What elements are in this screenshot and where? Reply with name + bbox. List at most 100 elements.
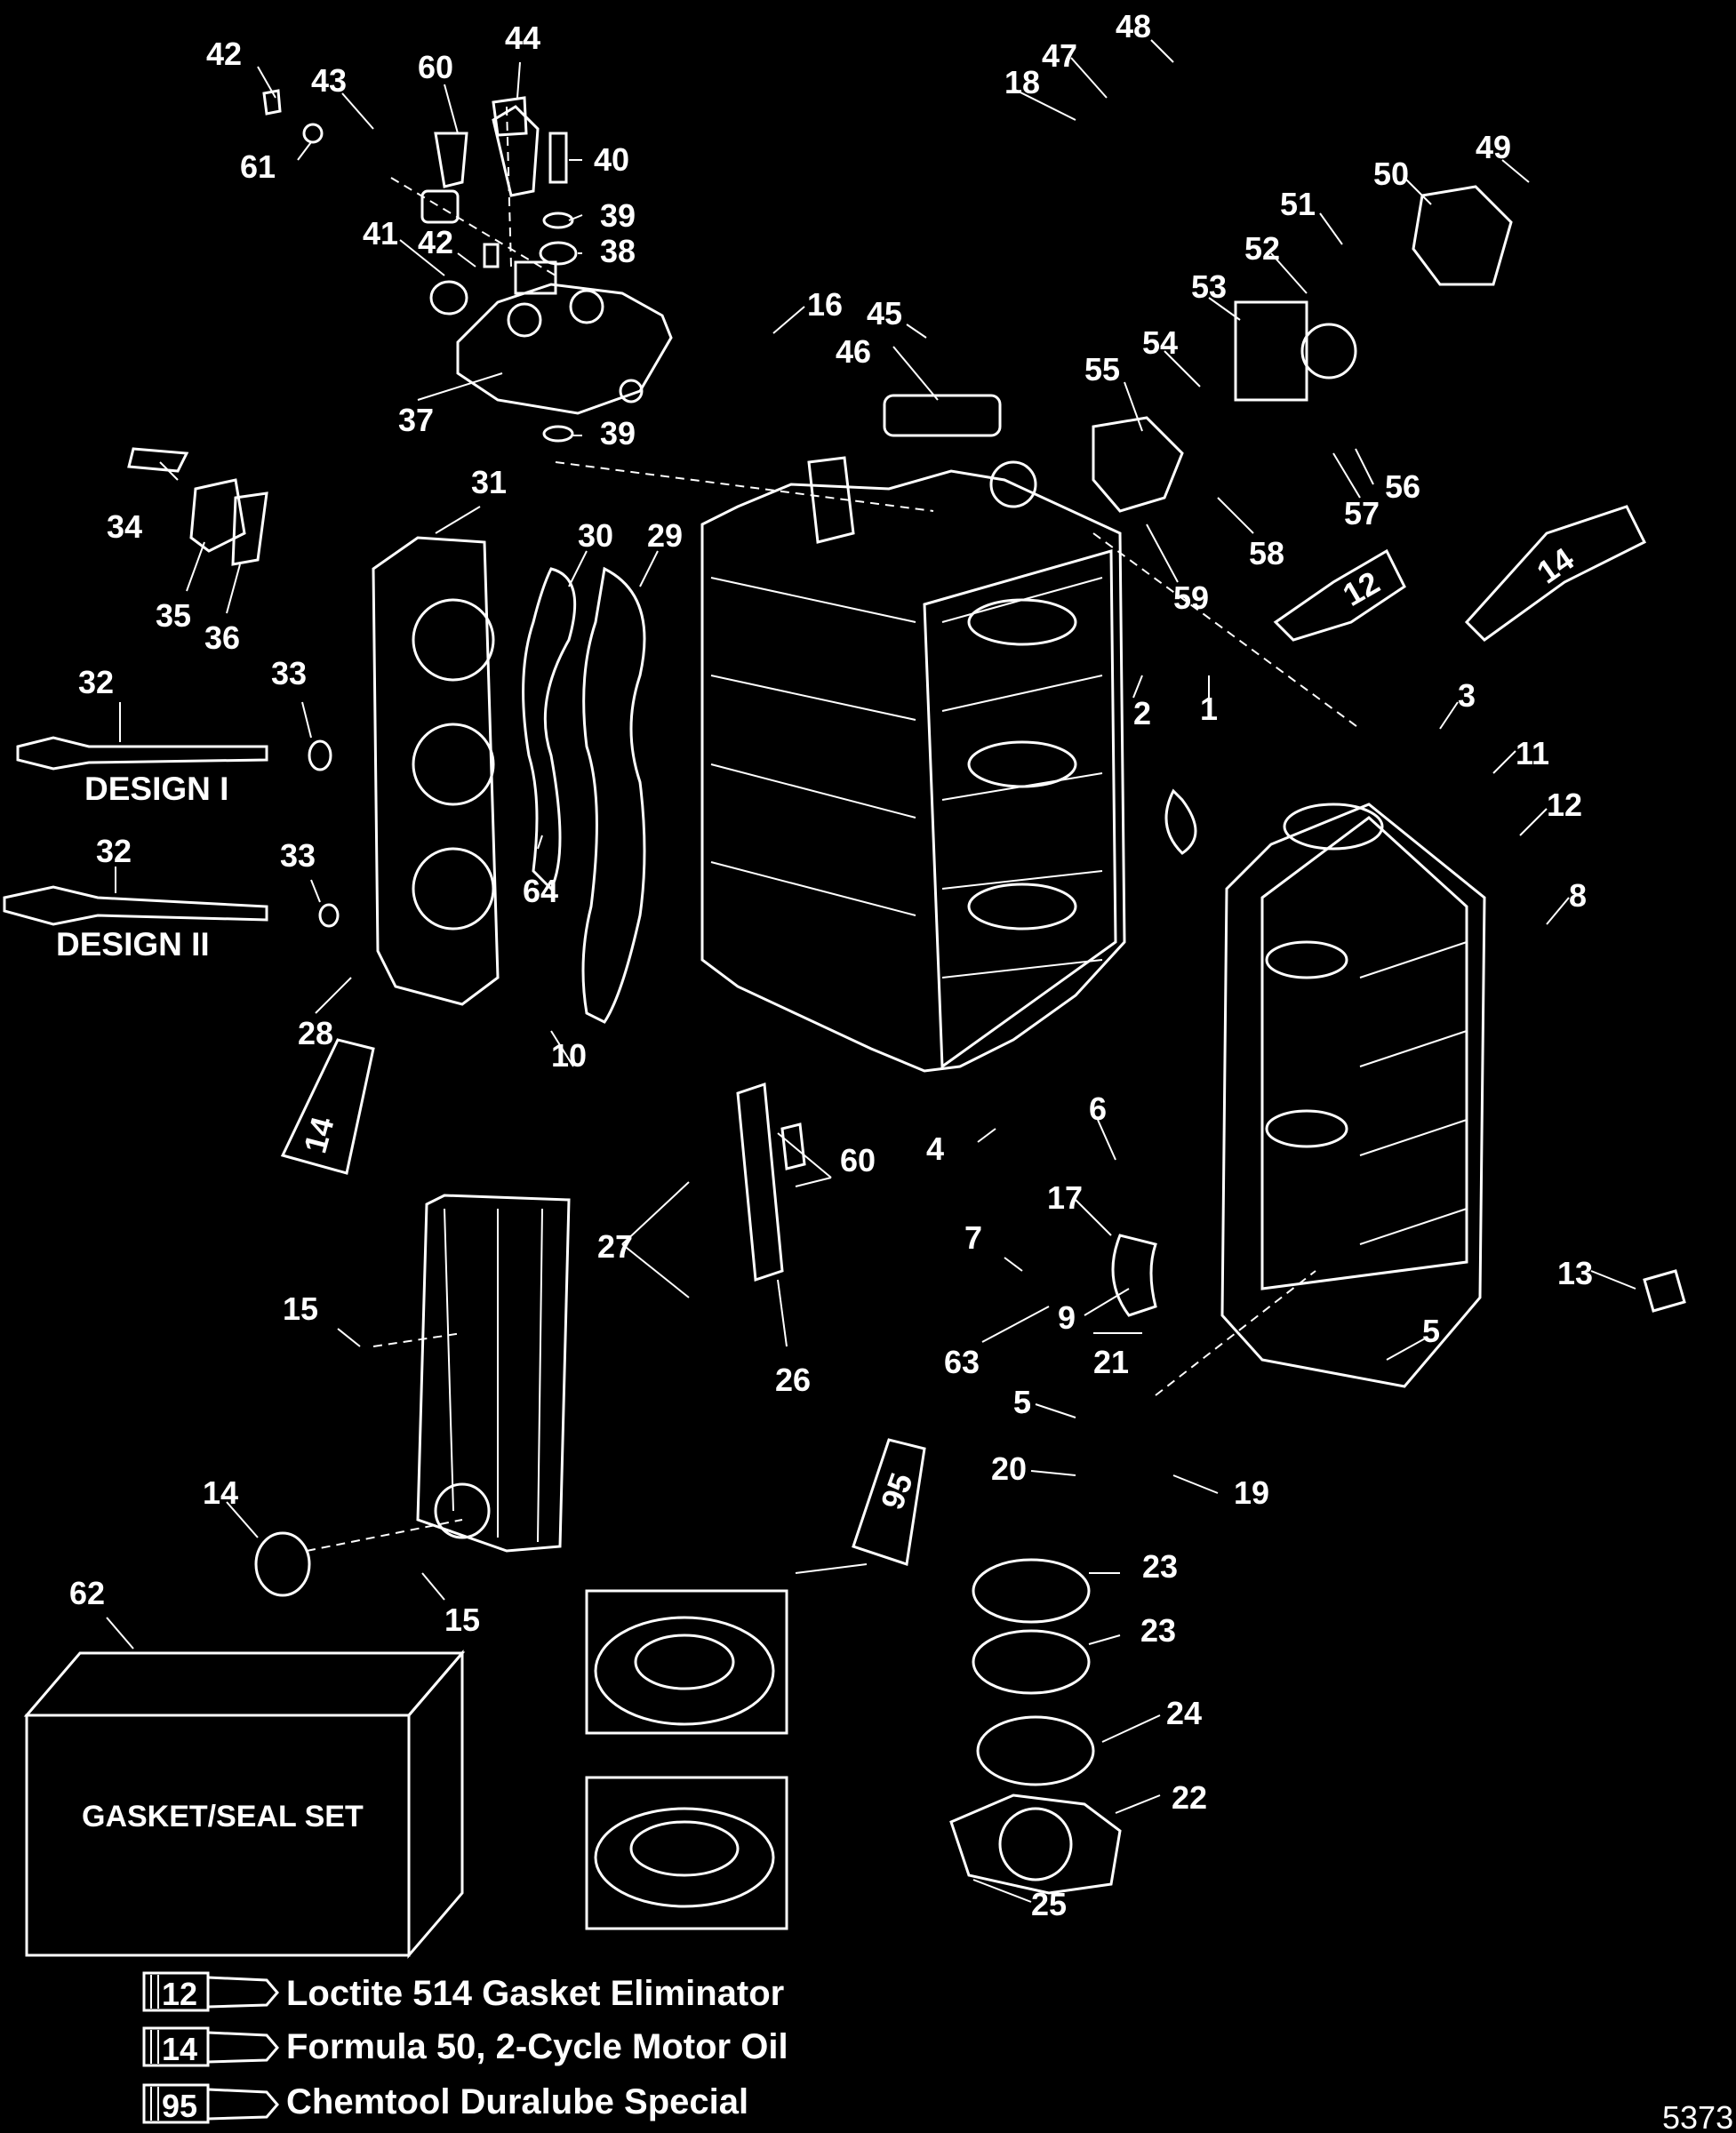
callout-10: 10	[551, 1037, 587, 1074]
cylinder-head	[372, 536, 646, 1024]
callout-31: 31	[471, 464, 507, 500]
callout-19: 19	[1234, 1474, 1269, 1511]
legend-item-12: 12 Loctite 514 Gasket Eliminator	[142, 1971, 784, 2013]
callout-9: 9	[1058, 1299, 1076, 1336]
callout-52: 52	[1244, 230, 1280, 267]
callout-60: 60	[418, 49, 453, 85]
callout-21: 21	[1093, 1344, 1129, 1380]
callout-64: 64	[523, 873, 558, 909]
callout-23: 23	[1140, 1612, 1176, 1649]
callout-23: 23	[1142, 1548, 1178, 1585]
callout-18: 18	[1004, 64, 1040, 100]
callout-60: 60	[840, 1142, 876, 1178]
callout-13: 13	[1557, 1255, 1593, 1291]
small-parts	[3, 185, 1686, 1960]
callout-58: 58	[1249, 535, 1284, 571]
callout-32: 32	[96, 833, 132, 869]
callout-30: 30	[578, 517, 613, 554]
callout-22: 22	[1172, 1779, 1207, 1816]
callout-44: 44	[505, 20, 540, 56]
callout-15: 15	[283, 1290, 318, 1327]
callout-55: 55	[1084, 351, 1120, 387]
callout-33: 33	[280, 837, 316, 874]
leader-lines	[106, 39, 1636, 1903]
legend-item-95: 95 Chemtool Duralube Special	[142, 2082, 748, 2124]
crankcase-cover	[1220, 803, 1486, 1388]
callout-2: 2	[1133, 695, 1151, 731]
exhaust-housing	[416, 1194, 571, 1553]
callout-39: 39	[600, 197, 636, 234]
exhaust-cover-assembly	[262, 89, 673, 443]
callout-5: 5	[1013, 1384, 1031, 1420]
legend-code-95: 95	[162, 2088, 197, 2124]
callout-40: 40	[594, 141, 629, 178]
design-2-label: DESIGN II	[56, 926, 210, 963]
callout-36: 36	[204, 619, 240, 656]
callout-45: 45	[867, 295, 902, 332]
gasket-seal-set-label: GASKET/SEAL SET	[82, 1800, 364, 1833]
callout-61: 61	[240, 148, 276, 185]
callout-29: 29	[647, 517, 683, 554]
callout-37: 37	[398, 402, 434, 438]
callout-47: 47	[1042, 37, 1077, 74]
callout-57: 57	[1344, 495, 1380, 531]
alignment-lines	[306, 106, 1361, 1552]
callout-42: 42	[206, 36, 242, 72]
callout-27: 27	[597, 1228, 633, 1265]
callout-6: 6	[1089, 1090, 1107, 1127]
callout-35: 35	[156, 597, 191, 634]
tube-12-label: 12	[1337, 563, 1386, 613]
callout-51: 51	[1280, 186, 1316, 222]
callout-26: 26	[775, 1362, 811, 1398]
figure-id: 5373	[1662, 2099, 1733, 2133]
legend-text-14: Formula 50, 2-Cycle Motor Oil	[286, 2027, 788, 2066]
callout-17: 17	[1047, 1179, 1083, 1216]
callout-38: 38	[600, 233, 636, 269]
callout-4: 4	[926, 1130, 944, 1167]
callout-24: 24	[1166, 1695, 1202, 1731]
callout-25: 25	[1031, 1886, 1067, 1922]
callout-5: 5	[1013, 1384, 1031, 1420]
callout-42: 42	[418, 224, 453, 260]
callout-54: 54	[1142, 324, 1178, 361]
tube-95-label: 95	[874, 1468, 920, 1514]
callout-7: 7	[964, 1219, 982, 1256]
callout-12: 12	[1547, 787, 1582, 823]
callout-15: 15	[444, 1602, 480, 1638]
callout-32: 32	[78, 664, 114, 700]
callout-49: 49	[1476, 129, 1511, 165]
callout-14: 14	[203, 1474, 238, 1511]
legend-text-95: Chemtool Duralube Special	[286, 2082, 748, 2121]
callout-numbers: 1 2 3 4 5 5 5 6 7 8 9 10 11 12 13 14 15 …	[69, 8, 1593, 1922]
legend-item-14: 14 Formula 50, 2-Cycle Motor Oil	[142, 2026, 788, 2067]
design-1-label: DESIGN I	[84, 771, 228, 807]
callout-50: 50	[1373, 156, 1409, 192]
callout-5: 5	[1422, 1313, 1440, 1349]
legend-text-12: Loctite 514 Gasket Eliminator	[286, 1974, 784, 2013]
callout-46: 46	[836, 333, 871, 370]
callout-63: 63	[944, 1344, 980, 1380]
cylinder-block	[700, 456, 1126, 1073]
callout-56: 56	[1385, 468, 1420, 505]
callout-1: 1	[1200, 691, 1218, 727]
legend-code-12: 12	[162, 1976, 197, 2012]
callout-3: 3	[1458, 677, 1476, 714]
callout-11: 11	[1516, 735, 1549, 771]
callout-16: 16	[807, 286, 843, 323]
callout-43: 43	[311, 62, 347, 99]
callout-8: 8	[1569, 877, 1587, 914]
tube-14-label: 14	[1530, 540, 1580, 591]
callout-28: 28	[298, 1015, 333, 1051]
legend-code-14: 14	[162, 2031, 197, 2067]
callout-53: 53	[1191, 268, 1227, 305]
callout-39: 39	[600, 415, 636, 451]
tube-14-label-lower: 14	[297, 1113, 341, 1156]
callout-48: 48	[1116, 8, 1151, 44]
callout-33: 33	[271, 655, 307, 691]
callout-34: 34	[107, 508, 142, 545]
callout-59: 59	[1173, 579, 1209, 616]
legend: 12 Loctite 514 Gasket Eliminator 14 Form…	[142, 1971, 788, 2124]
callout-20: 20	[991, 1450, 1027, 1487]
callout-41: 41	[363, 215, 398, 252]
